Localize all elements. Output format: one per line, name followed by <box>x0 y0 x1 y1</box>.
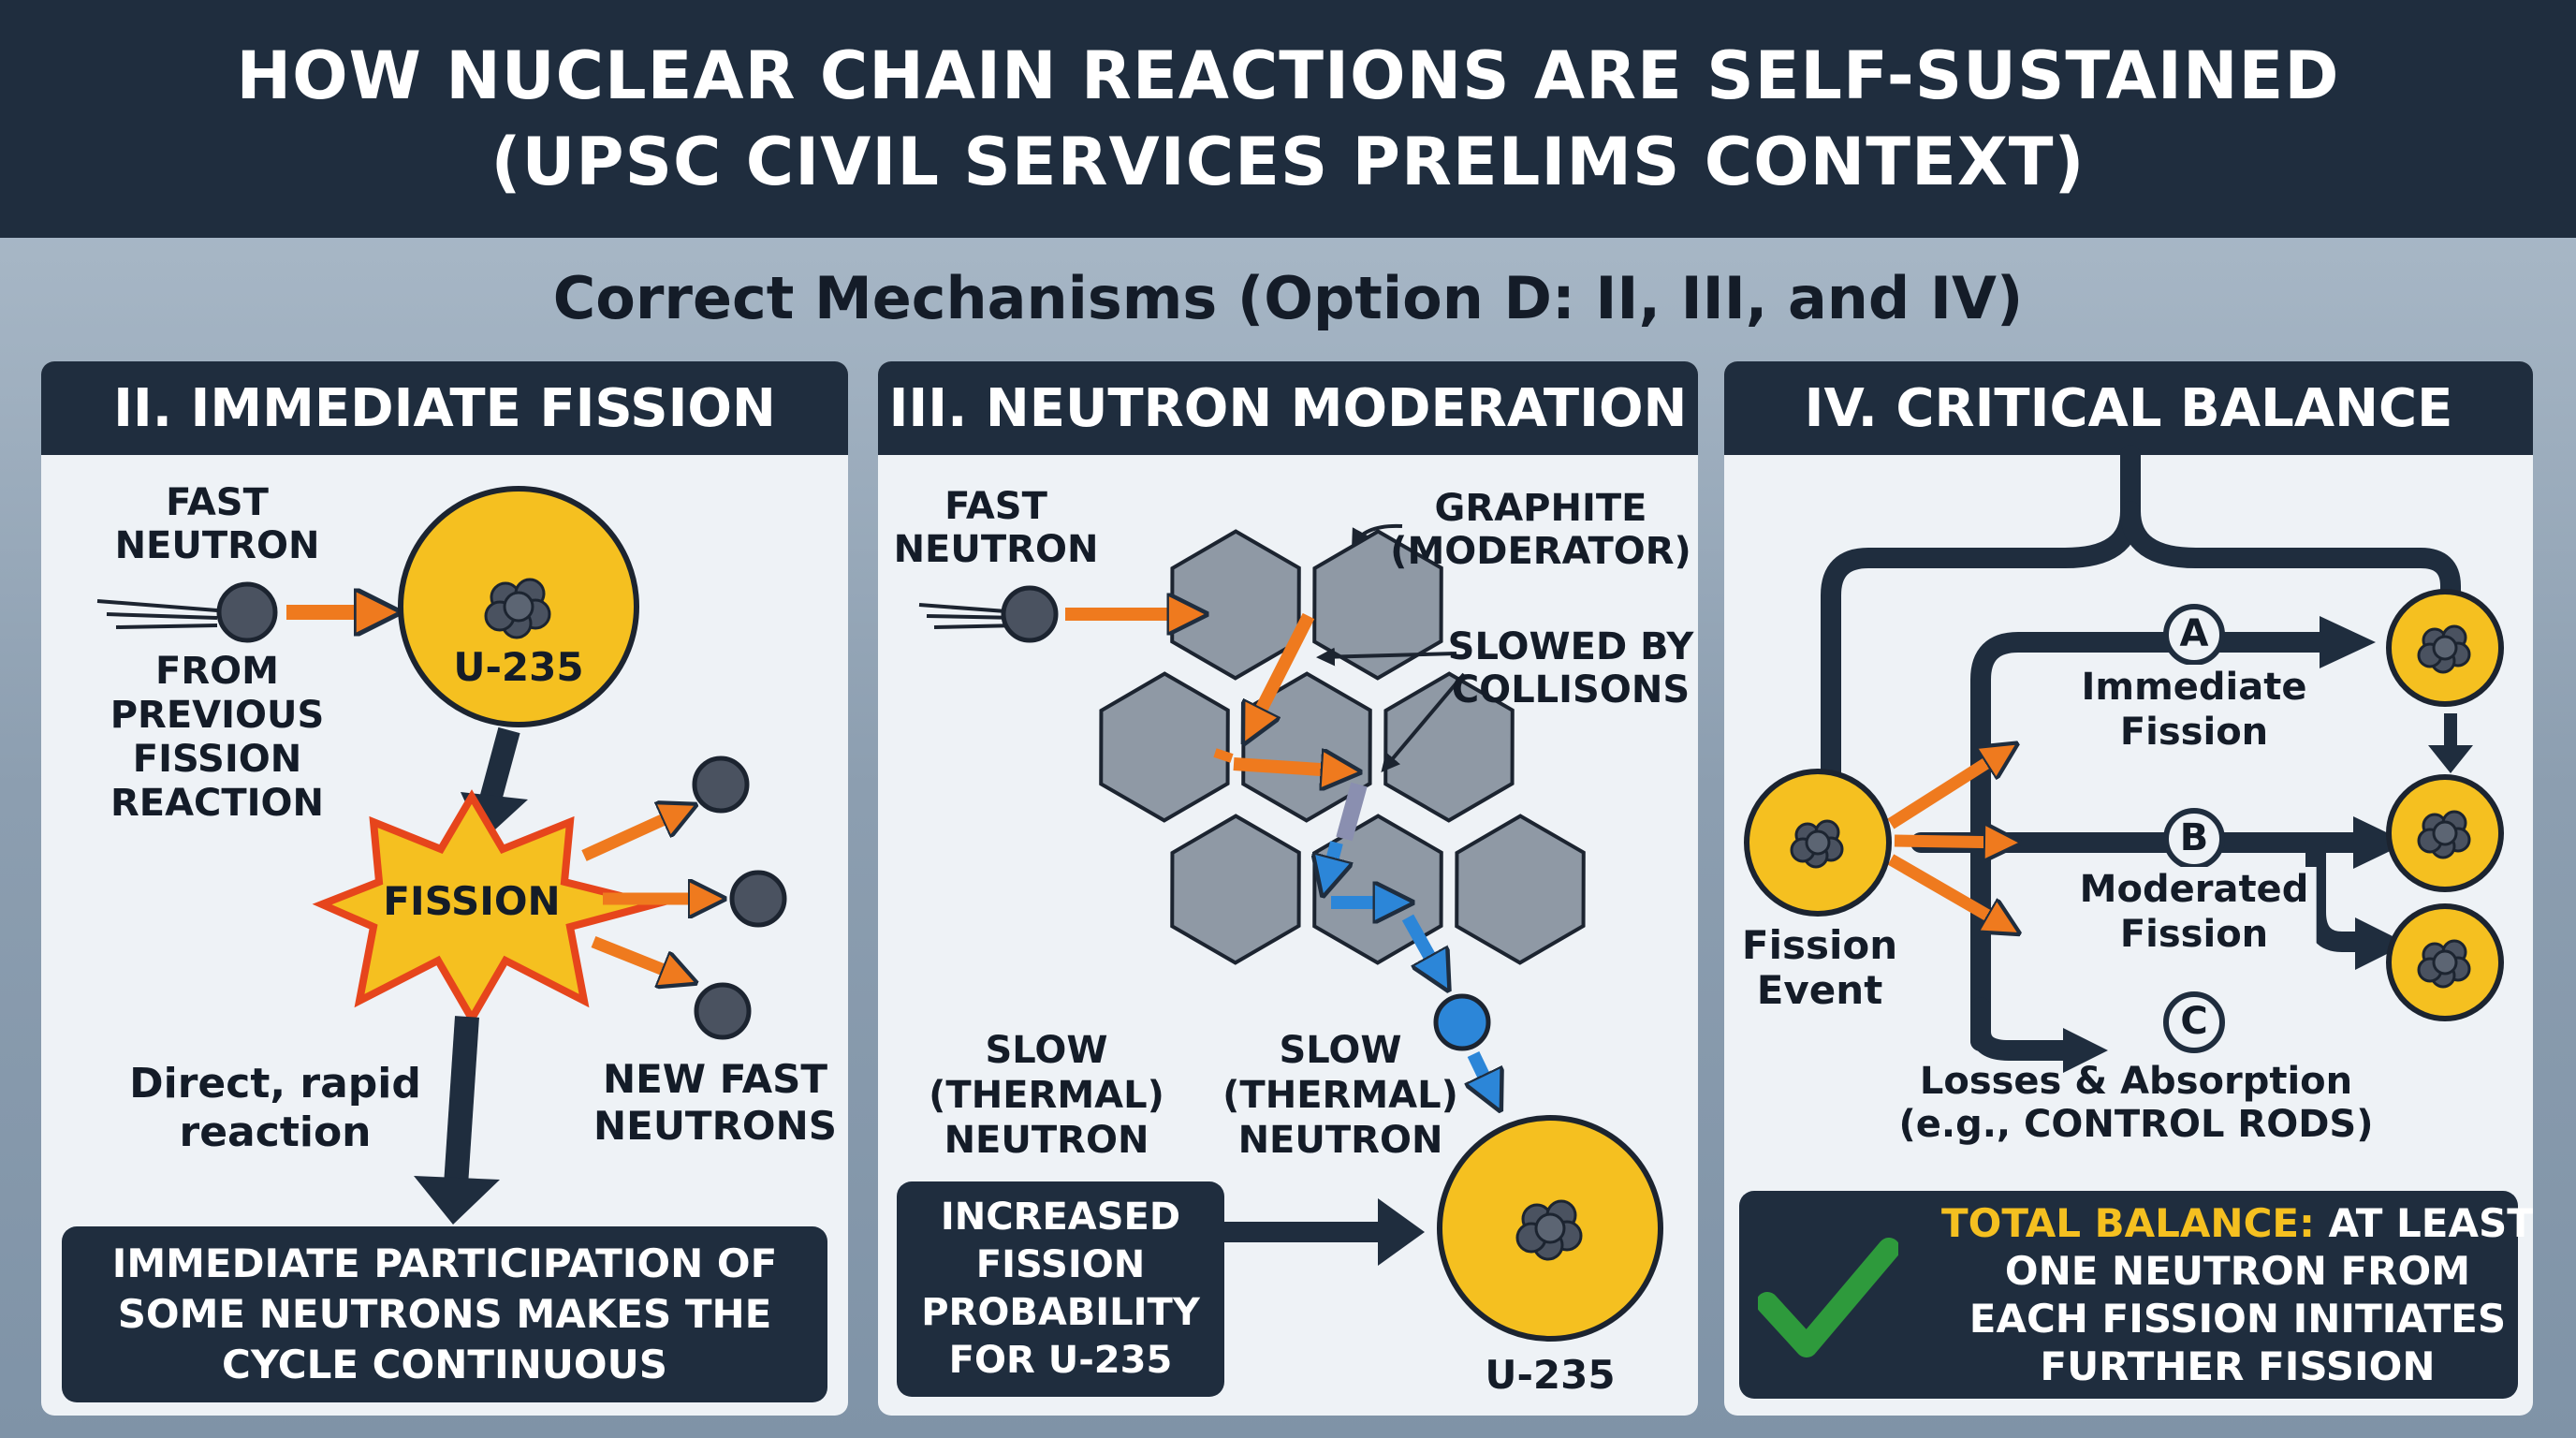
nucleus-core-icon <box>1790 819 1844 869</box>
slowing-segment <box>1336 782 1368 842</box>
badge-a-letter: A <box>2179 612 2209 655</box>
collision-arrow <box>1213 748 1234 763</box>
title-line-1: HOW NUCLEAR CHAIN REACTIONS ARE SELF-SUS… <box>236 37 2340 114</box>
collision-arrow <box>1249 612 1315 734</box>
badge-a <box>2163 604 2225 666</box>
box-arrow-head <box>1378 1198 1425 1266</box>
down-arrow-bottom <box>444 1016 479 1186</box>
slowed-pointer <box>1316 647 1457 667</box>
slowed-pointer <box>1381 672 1466 773</box>
branch-path-c <box>1970 997 2083 1061</box>
panel-critical-balance: IV. CRITICAL BALANCE <box>1724 361 2533 1416</box>
title-banner: HOW NUCLEAR CHAIN REACTIONS ARE SELF-SUS… <box>0 0 2576 238</box>
fast-neutron <box>1001 585 1059 643</box>
critical-balance-diagram <box>1744 445 2504 1073</box>
slow-neutron <box>1433 993 1491 1051</box>
new-neutron-arrow <box>581 809 687 861</box>
fast-neutron <box>216 581 278 643</box>
new-neutron-arrow <box>591 935 687 979</box>
panel-immediate-fission: II. IMMEDIATE FISSION <box>41 361 848 1416</box>
thermal-arrow <box>1401 914 1443 981</box>
graphite-moderator-lattice <box>1067 511 1617 983</box>
badge-b-letter: B <box>2179 816 2209 859</box>
new-neutron <box>692 756 750 814</box>
nucleus-core-icon <box>1515 1199 1583 1261</box>
u235-label: U-235 <box>453 644 584 690</box>
nucleus-core-icon <box>2417 624 2471 674</box>
fission-label: FISSION <box>383 878 561 924</box>
emission-arrow <box>1887 854 2011 929</box>
panel-heading: II. IMMEDIATE FISSION <box>41 361 848 455</box>
badge-c-letter: C <box>2180 1000 2208 1043</box>
total-balance-highlight: TOTAL BALANCE: <box>1941 1200 2315 1246</box>
thermal-arrow <box>1325 841 1337 886</box>
emission-arrow <box>1887 749 2009 829</box>
panel-heading: III. NEUTRON MODERATION <box>878 361 1698 455</box>
immediate-fission-diagram <box>96 486 787 1225</box>
slow-thermal-label-right: SLOW(THERMAL)NEUTRON <box>1222 1029 1458 1162</box>
title-line-2: (UPSC CIVIL SERVICES PRELIMS CONTEXT) <box>490 124 2086 200</box>
collision-arrow <box>1233 764 1350 771</box>
speed-lines <box>96 599 218 629</box>
nucleus-core-icon <box>2417 939 2471 989</box>
total-balance-box: TOTAL BALANCE: AT LEAST ONE NEUTRON FROM… <box>1739 1191 2533 1399</box>
emission-arrow <box>1894 841 2011 843</box>
subtitle: Correct Mechanisms (Option D: II, III, a… <box>552 264 2024 332</box>
panel-heading: IV. CRITICAL BALANCE <box>1724 361 2533 455</box>
arrow-to-b-lower <box>2355 917 2408 970</box>
graphite-label: GRAPHITE(MODERATOR) <box>1390 487 1691 573</box>
nucleus-core-icon <box>484 578 551 639</box>
checkmark-icon <box>1758 1238 1898 1357</box>
nucleus-core-icon <box>2417 810 2471 859</box>
new-neutron <box>694 982 752 1040</box>
neutron-moderation-diagram <box>918 511 1663 1342</box>
u235-label: U-235 <box>1485 1352 1616 1398</box>
losses-absorption-label: Losses & Absorption(e.g., CONTROL RODS) <box>1898 1060 2374 1146</box>
panel-neutron-moderation: III. NEUTRON MODERATION <box>878 361 1698 1416</box>
arrow-to-c <box>2063 1028 2108 1073</box>
arrow-to-b <box>2353 816 2408 869</box>
graphite-pointer <box>1352 523 1403 549</box>
a-to-b-arrow-head <box>2428 745 2473 773</box>
down-arrow-bottom-head <box>414 1176 500 1225</box>
thermal-arrow <box>1473 1050 1496 1101</box>
branch-spine <box>1970 632 2334 1051</box>
feedback-loop-line <box>2120 501 2461 606</box>
badge-c <box>2163 991 2225 1053</box>
slow-thermal-label-left: SLOW(THERMAL)NEUTRON <box>929 1029 1164 1162</box>
arrow-to-a <box>2320 616 2376 668</box>
new-neutron <box>729 870 787 928</box>
down-arrow-top <box>479 726 520 803</box>
